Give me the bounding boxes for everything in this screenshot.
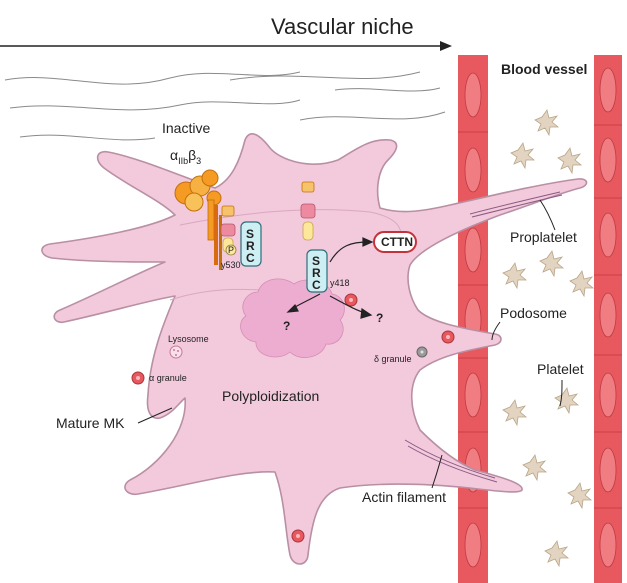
- label-inactive: Inactive: [162, 120, 210, 136]
- label-lysosome: Lysosome: [168, 334, 209, 344]
- label-podosome: Podosome: [500, 305, 567, 321]
- nucleus: [240, 278, 345, 358]
- alpha-granule: [131, 371, 145, 385]
- platelet: [522, 454, 548, 482]
- integrin-alphaIIb-beta3: [174, 169, 222, 270]
- platelet: [544, 540, 570, 568]
- src-left: S R C P y530: [221, 221, 262, 270]
- cttn-label: CTTN: [381, 235, 413, 249]
- question-2: ?: [376, 311, 383, 325]
- label-platelet: Platelet: [537, 361, 584, 377]
- nucleus-question: ?: [283, 319, 290, 333]
- label-alpha-granule: α granule: [149, 373, 187, 383]
- leader-mature-mk: [137, 407, 173, 424]
- svg-text:R: R: [246, 239, 255, 253]
- src-right: S R C y418: [306, 249, 350, 293]
- alpha-granule-bottom: [291, 529, 305, 543]
- label-polyploidization: Polyploidization: [222, 388, 319, 404]
- label-actin-filament: Actin filament: [362, 489, 446, 505]
- proplatelet-filaments: [469, 191, 563, 218]
- platelet: [557, 147, 583, 175]
- leader-proplatelet: [539, 199, 556, 231]
- svg-text:S: S: [312, 254, 320, 268]
- label-proplatelet: Proplatelet: [510, 229, 577, 245]
- platelet: [567, 482, 593, 510]
- niche-arrow: [0, 41, 452, 51]
- alpha-granule-center: [344, 293, 358, 307]
- platelet: [554, 387, 580, 415]
- platelets: [502, 109, 595, 568]
- svg-text:C: C: [312, 278, 321, 292]
- blood-vessel: [458, 55, 622, 583]
- leader-platelet: [559, 379, 563, 407]
- receptor-right: [300, 181, 316, 241]
- extracellular-fibers: [4, 71, 446, 141]
- label-integrin: αIIbβ3: [170, 147, 201, 166]
- delta-granule: [416, 346, 428, 358]
- platelet: [510, 142, 536, 170]
- platelet: [539, 250, 565, 278]
- platelet: [569, 270, 595, 298]
- actin-filaments: [404, 439, 498, 483]
- src-left-site: y530: [221, 260, 241, 270]
- src-left-letters: S: [246, 227, 254, 241]
- endothelial-cells-right: [599, 67, 617, 568]
- title-vascular-niche: Vascular niche: [271, 14, 414, 39]
- cttn-box: [373, 231, 417, 253]
- phospho-mark-left: P: [228, 245, 234, 255]
- lysosome-granule: [169, 345, 183, 359]
- src-right-site: y418: [330, 278, 350, 288]
- label-blood-vessel: Blood vessel: [501, 61, 587, 77]
- svg-text:C: C: [246, 251, 255, 265]
- platelet: [502, 262, 528, 290]
- label-delta-granule: δ granule: [374, 354, 412, 364]
- src-arrows: [286, 237, 374, 319]
- svg-text:R: R: [312, 266, 321, 280]
- platelet: [534, 109, 560, 137]
- label-mature-mk: Mature MK: [56, 415, 125, 431]
- leader-actin-filament: [431, 454, 443, 489]
- leader-podosome: [491, 321, 501, 341]
- platelet: [502, 399, 528, 427]
- alpha-granule-podosome: [441, 330, 455, 344]
